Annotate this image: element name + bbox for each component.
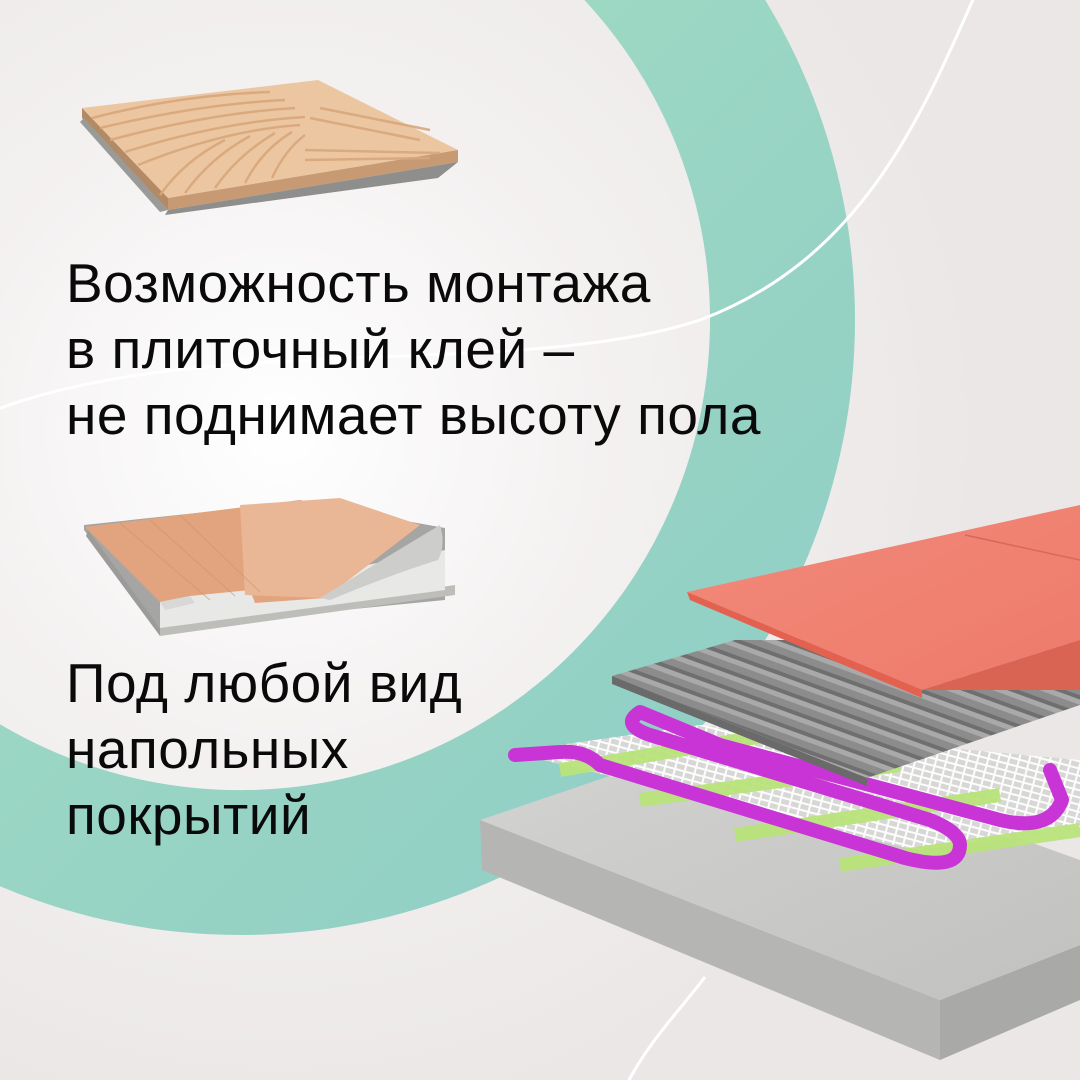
white-curve-bottom xyxy=(627,976,707,1080)
feature-any-floor-covering-text: Под любой вид напольных покрытий xyxy=(66,650,462,848)
heating-mat-floor-layers-icon xyxy=(480,505,1080,1060)
feature-1-line-2: в плиточный клей – xyxy=(66,318,575,380)
feature-tile-adhesive-text: Возможность монтажа в плиточный клей – н… xyxy=(66,250,761,448)
white-curve-top xyxy=(0,0,975,410)
heating-cable xyxy=(508,705,1069,870)
tile-adhesive-on-screed-icon xyxy=(80,80,458,215)
feature-2-line-2: напольных xyxy=(66,718,349,780)
feature-1-line-1: Возможность монтажа xyxy=(66,252,651,314)
feature-2-line-1: Под любой вид xyxy=(66,652,463,714)
floor-covering-layers-icon xyxy=(84,498,455,636)
feature-2-line-3: покрытий xyxy=(66,784,312,846)
feature-1-line-3: не поднимает высоту пола xyxy=(66,384,761,446)
green-ring xyxy=(0,0,855,935)
